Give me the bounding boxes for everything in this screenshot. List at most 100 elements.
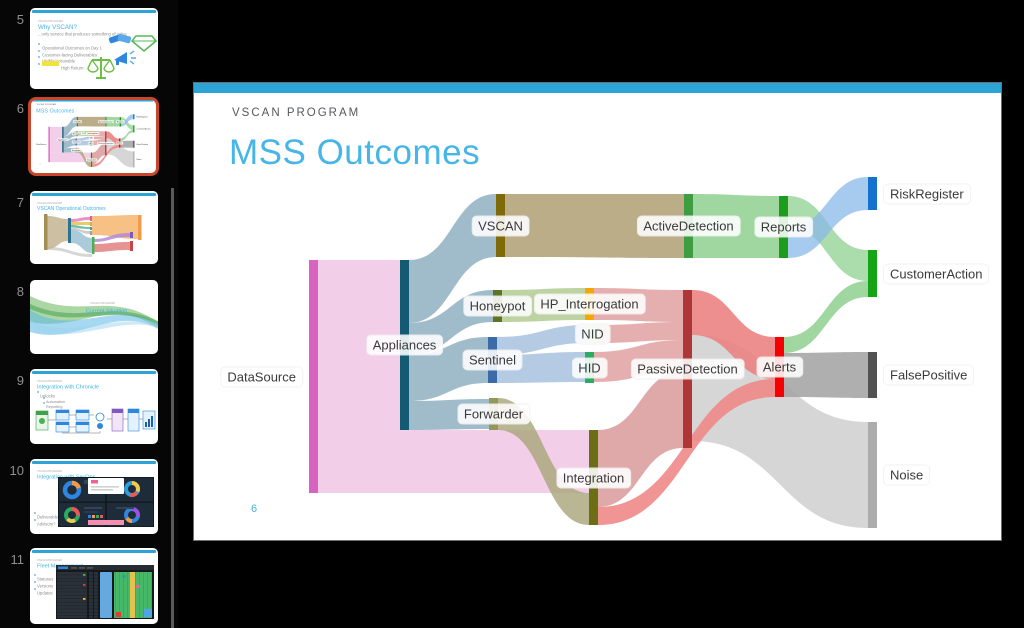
handshake-icon bbox=[108, 33, 132, 44]
slide-page-number: 6 bbox=[39, 163, 41, 166]
thumb-bullet: Reporting bbox=[46, 405, 63, 410]
sankey-node-label-PassiveDetection: PassiveDetection bbox=[97, 141, 115, 145]
slide-thumbnail-5[interactable]: VSCAN PROGRAM Why VSCAN? ...only service… bbox=[30, 8, 158, 89]
sankey-node-DataSource bbox=[309, 260, 318, 493]
thumb-bullet: Automation bbox=[46, 400, 66, 405]
sankey-flow-Alerts-to-CustomerAction bbox=[784, 281, 868, 353]
slide-accent-bar bbox=[194, 83, 1001, 93]
sankey-node-label-Appliances: Appliances bbox=[365, 334, 444, 356]
sankey-node-RiskRegister bbox=[133, 114, 135, 120]
sankey-node-FalsePositive bbox=[133, 140, 135, 148]
thumb-bullet: Operational Outcomes on Day 1 bbox=[42, 46, 103, 51]
scales-icon bbox=[87, 57, 115, 79]
sankey-flow-DataSource-to-Integration bbox=[49, 152, 91, 163]
slide-title: MSS Outcomes bbox=[229, 133, 481, 172]
sankey-node-label-Alerts: Alerts bbox=[116, 141, 124, 145]
sankey-node-label-Sentinel: Sentinel bbox=[71, 140, 81, 144]
slide-number-label: 10 bbox=[9, 463, 24, 478]
sankey-node-RiskRegister bbox=[868, 177, 877, 210]
sankey-node-label-Alerts: Alerts bbox=[755, 356, 804, 378]
slide-accent-bar bbox=[32, 371, 156, 374]
sankey-node-CustomerAction bbox=[133, 125, 135, 133]
slide-number-label: 8 bbox=[16, 284, 24, 299]
megaphone-icon bbox=[114, 50, 136, 65]
sankey-node-label-DataSource: DataSource bbox=[34, 142, 48, 147]
sankey-node-Noise bbox=[133, 151, 135, 168]
flowchart-graphic bbox=[35, 408, 156, 434]
sankey-flow-Integration-to-Alerts bbox=[92, 144, 120, 167]
thumb-bullet: Customer-facing Deliverables bbox=[42, 53, 98, 58]
sankey-node-label-NID: NID bbox=[88, 136, 95, 140]
thumb-title: VSCAN Operational Outcomes bbox=[37, 206, 106, 212]
sankey-node-label-Honeypot: Honeypot bbox=[71, 132, 83, 136]
slide-thumbnail-9[interactable]: VSCAN PROGRAM Integration with Chronicle… bbox=[30, 369, 158, 444]
thumb-eyebrow: VSCAN PROGRAM bbox=[37, 559, 62, 563]
slide-accent-bar bbox=[31, 100, 154, 102]
sankey-node-label-HP_Interrogation: HP_Interrogation bbox=[533, 293, 646, 315]
thumb-eyebrow: VSCAN PROGRAM bbox=[90, 302, 115, 306]
sankey-flow-Sentinel-to-NID bbox=[76, 136, 91, 142]
sankey-flow-DataSource-to-Appliances bbox=[49, 126, 63, 153]
fleet-screenshot bbox=[56, 565, 154, 619]
slide-canvas[interactable]: VSCAN PROGRAM MSS Outcomes DataSource App… bbox=[31, 100, 154, 170]
sankey-node-label-CustomerAction: CustomerAction bbox=[883, 263, 990, 284]
slide-accent-bar bbox=[32, 461, 156, 464]
sankey-flow-NID-to-PassiveDetection bbox=[597, 322, 683, 343]
sankey-node-label-VSCAN: VSCAN bbox=[471, 215, 530, 236]
sidebar-scrollbar[interactable] bbox=[171, 188, 174, 628]
thumb-title: Integration with Chronicle bbox=[37, 384, 100, 391]
slide-accent-bar bbox=[32, 193, 156, 196]
sankey-node-Noise bbox=[868, 422, 877, 528]
sankey-flow-PassiveDetection-to-Alerts bbox=[106, 131, 120, 145]
sankey-flow-Sentinel-to-NID bbox=[497, 325, 588, 355]
sankey-node-label-CustomerAction: CustomerAction bbox=[135, 127, 152, 131]
sankey-node-FalsePositive bbox=[868, 352, 877, 398]
sankey-node-label-RiskRegister: RiskRegister bbox=[883, 183, 971, 204]
sankey-node-label-FalsePositive: FalsePositive bbox=[883, 364, 975, 386]
slide-title: MSS Outcomes bbox=[36, 107, 75, 114]
sankey-flow-PassiveDetection-to-Alerts bbox=[692, 290, 775, 379]
slide-thumbnail-7[interactable]: VSCAN PROGRAM VSCAN Operational Outcomes bbox=[30, 191, 158, 264]
sankey-flow-Integration-to-Alerts bbox=[598, 379, 775, 525]
sankey-node-label-Reports: Reports bbox=[753, 216, 814, 238]
slide-thumbnail-8[interactable]: VSCAN PROGRAM Current Situation bbox=[30, 280, 158, 354]
thumb-bullet: Advisory? bbox=[37, 522, 56, 527]
slide-thumbnail-6-selected[interactable]: VSCAN PROGRAM MSS Outcomes DataSource App… bbox=[28, 97, 159, 176]
sankey-flow-PassiveDetection-to-Noise bbox=[692, 335, 868, 528]
slide-thumbnail-10[interactable]: VSCAN PROGRAM Integration with SecOps De… bbox=[30, 459, 158, 534]
slide-eyebrow: VSCAN PROGRAM bbox=[36, 103, 57, 106]
thumb-bullet: Updates bbox=[37, 591, 53, 596]
dashboard-screenshot bbox=[58, 477, 154, 527]
thumb-title: Why VSCAN? bbox=[38, 24, 77, 31]
sankey-node-label-Appliances: Appliances bbox=[57, 138, 69, 142]
sankey-node-label-Forwarder: Forwarder bbox=[456, 403, 531, 425]
sankey-node-label-Reports: Reports bbox=[115, 120, 125, 124]
sankey-flow-NID-to-PassiveDetection bbox=[92, 136, 106, 140]
sankey-node-label-DataSource: DataSource bbox=[220, 366, 303, 387]
slide-thumbnail-panel: 5 VSCAN PROGRAM Why VSCAN? ...only servi… bbox=[0, 0, 178, 628]
thumb-eyebrow: VSCAN PROGRAM bbox=[37, 470, 62, 474]
thumb-eyebrow: VSCAN PROGRAM bbox=[37, 202, 62, 206]
sankey-flow-Alerts-to-CustomerAction bbox=[120, 129, 134, 141]
thumb-subtitle: ...only service that produces something … bbox=[38, 32, 127, 37]
mini-sankey-graphic bbox=[44, 214, 142, 257]
sankey-node-label-Forwarder: Forwarder bbox=[70, 148, 82, 152]
sankey-node-label-RiskRegister: RiskRegister bbox=[135, 115, 149, 119]
sankey-node-DataSource bbox=[48, 126, 50, 163]
diamond-icon bbox=[131, 35, 157, 53]
slide-number-label: 5 bbox=[16, 12, 24, 27]
sankey-flow-Alerts-to-FalsePositive bbox=[120, 140, 134, 148]
thumb-eyebrow: VSCAN PROGRAM bbox=[38, 20, 63, 24]
thumb-slide-preview: VSCAN PROGRAM MSS Outcomes DataSource App… bbox=[31, 100, 156, 173]
slide-accent-bar bbox=[32, 10, 156, 13]
slide-thumbnail-11[interactable]: VSCAN PROGRAM Fleet Management Statuses … bbox=[30, 548, 158, 624]
sankey-flow-Reports-to-RiskRegister bbox=[788, 177, 868, 258]
slide-accent-bar bbox=[32, 550, 156, 553]
sankey-flow-VSCAN-to-ActiveDetection bbox=[505, 194, 684, 258]
sankey-node-label-ActiveDetection: ActiveDetection bbox=[636, 215, 741, 237]
slide-page-number: 6 bbox=[251, 503, 258, 515]
sankey-flow-PassiveDetection-to-Noise bbox=[106, 138, 134, 168]
thumb-bullet: Unlocks bbox=[40, 394, 55, 399]
